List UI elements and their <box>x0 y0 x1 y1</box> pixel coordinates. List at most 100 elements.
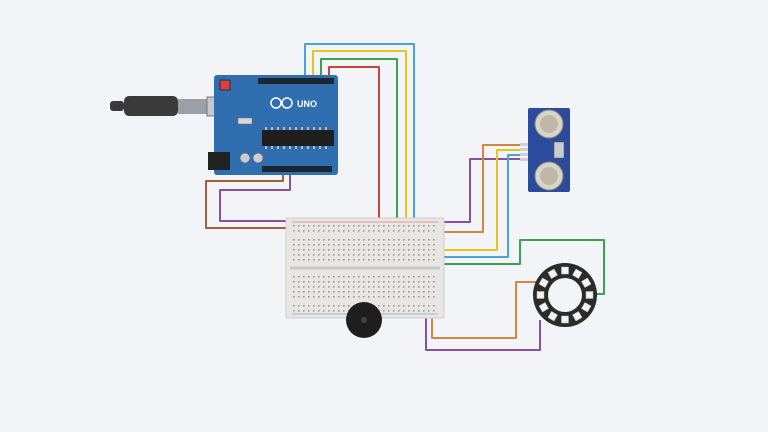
breadboard-hole[interactable] <box>413 305 415 307</box>
breadboard-hole[interactable] <box>333 230 335 232</box>
breadboard-hole[interactable] <box>373 239 375 241</box>
breadboard-hole[interactable] <box>293 249 295 251</box>
breadboard-hole[interactable] <box>413 291 415 293</box>
breadboard-hole[interactable] <box>413 281 415 283</box>
breadboard-hole[interactable] <box>308 254 310 256</box>
breadboard-hole[interactable] <box>313 291 315 293</box>
breadboard-hole[interactable] <box>393 259 395 261</box>
breadboard-hole[interactable] <box>393 291 395 293</box>
breadboard-hole[interactable] <box>423 230 425 232</box>
breadboard-hole[interactable] <box>398 249 400 251</box>
breadboard-hole[interactable] <box>418 286 420 288</box>
breadboard-hole[interactable] <box>433 296 435 298</box>
breadboard-hole[interactable] <box>378 239 380 241</box>
breadboard-hole[interactable] <box>293 259 295 261</box>
breadboard-hole[interactable] <box>338 254 340 256</box>
breadboard-hole[interactable] <box>423 296 425 298</box>
wire-brown-arduino-breadboard[interactable] <box>205 175 295 229</box>
breadboard-hole[interactable] <box>328 259 330 261</box>
wire-blue-sensor[interactable] <box>412 154 520 258</box>
breadboard-hole[interactable] <box>333 276 335 278</box>
breadboard-hole[interactable] <box>433 239 435 241</box>
breadboard-hole[interactable] <box>428 310 430 312</box>
breadboard-hole[interactable] <box>368 281 370 283</box>
breadboard-hole[interactable] <box>348 305 350 307</box>
breadboard-hole[interactable] <box>358 249 360 251</box>
breadboard-hole[interactable] <box>408 244 410 246</box>
breadboard-hole[interactable] <box>333 225 335 227</box>
breadboard-hole[interactable] <box>303 286 305 288</box>
breadboard-hole[interactable] <box>348 259 350 261</box>
breadboard-hole[interactable] <box>353 259 355 261</box>
breadboard-hole[interactable] <box>313 281 315 283</box>
breadboard-hole[interactable] <box>353 286 355 288</box>
breadboard-hole[interactable] <box>398 310 400 312</box>
breadboard-hole[interactable] <box>413 310 415 312</box>
breadboard-hole[interactable] <box>318 239 320 241</box>
wire-red-arduino-breadboard[interactable] <box>328 66 380 240</box>
breadboard-hole[interactable] <box>388 259 390 261</box>
breadboard-hole[interactable] <box>298 276 300 278</box>
breadboard-hole[interactable] <box>423 281 425 283</box>
breadboard-hole[interactable] <box>378 225 380 227</box>
breadboard-hole[interactable] <box>343 305 345 307</box>
breadboard-hole[interactable] <box>298 230 300 232</box>
breadboard-hole[interactable] <box>393 239 395 241</box>
breadboard-hole[interactable] <box>303 225 305 227</box>
breadboard-hole[interactable] <box>378 305 380 307</box>
breadboard-hole[interactable] <box>388 249 390 251</box>
breadboard-hole[interactable] <box>433 276 435 278</box>
breadboard-hole[interactable] <box>343 230 345 232</box>
breadboard-hole[interactable] <box>303 305 305 307</box>
breadboard-hole[interactable] <box>323 310 325 312</box>
breadboard-hole[interactable] <box>333 296 335 298</box>
breadboard-hole[interactable] <box>323 286 325 288</box>
breadboard-hole[interactable] <box>323 291 325 293</box>
breadboard-hole[interactable] <box>308 296 310 298</box>
breadboard-hole[interactable] <box>343 249 345 251</box>
breadboard-hole[interactable] <box>313 310 315 312</box>
breadboard-hole[interactable] <box>353 230 355 232</box>
breadboard-hole[interactable] <box>398 291 400 293</box>
breadboard-hole[interactable] <box>363 259 365 261</box>
breadboard-hole[interactable] <box>338 244 340 246</box>
breadboard-hole[interactable] <box>353 249 355 251</box>
wire-yellow-sensor[interactable] <box>412 149 520 251</box>
breadboard-hole[interactable] <box>308 244 310 246</box>
breadboard-hole[interactable] <box>323 259 325 261</box>
breadboard-hole[interactable] <box>408 281 410 283</box>
breadboard-hole[interactable] <box>398 230 400 232</box>
breadboard-hole[interactable] <box>293 296 295 298</box>
breadboard-hole[interactable] <box>428 286 430 288</box>
breadboard-hole[interactable] <box>423 254 425 256</box>
breadboard-hole[interactable] <box>413 249 415 251</box>
breadboard-hole[interactable] <box>363 249 365 251</box>
breadboard-hole[interactable] <box>318 296 320 298</box>
breadboard-hole[interactable] <box>403 244 405 246</box>
breadboard-hole[interactable] <box>308 230 310 232</box>
breadboard-hole[interactable] <box>378 286 380 288</box>
breadboard-hole[interactable] <box>413 296 415 298</box>
breadboard-hole[interactable] <box>323 249 325 251</box>
breadboard-hole[interactable] <box>403 249 405 251</box>
breadboard-hole[interactable] <box>428 276 430 278</box>
breadboard-hole[interactable] <box>423 239 425 241</box>
breadboard-hole[interactable] <box>303 291 305 293</box>
breadboard-hole[interactable] <box>308 305 310 307</box>
breadboard-hole[interactable] <box>338 281 340 283</box>
wire-blue-arduino-breadboard[interactable] <box>304 43 415 240</box>
breadboard-hole[interactable] <box>368 249 370 251</box>
breadboard-hole[interactable] <box>363 225 365 227</box>
breadboard-hole[interactable] <box>433 244 435 246</box>
breadboard-hole[interactable] <box>358 239 360 241</box>
breadboard-hole[interactable] <box>383 276 385 278</box>
wire-green-arduino-breadboard[interactable] <box>320 58 398 240</box>
breadboard-hole[interactable] <box>423 305 425 307</box>
breadboard-hole[interactable] <box>333 259 335 261</box>
breadboard-hole[interactable] <box>323 239 325 241</box>
breadboard-hole[interactable] <box>398 296 400 298</box>
breadboard-hole[interactable] <box>348 225 350 227</box>
arduino-uno[interactable]: UNO <box>208 75 338 175</box>
breadboard-hole[interactable] <box>413 254 415 256</box>
breadboard-hole[interactable] <box>298 310 300 312</box>
